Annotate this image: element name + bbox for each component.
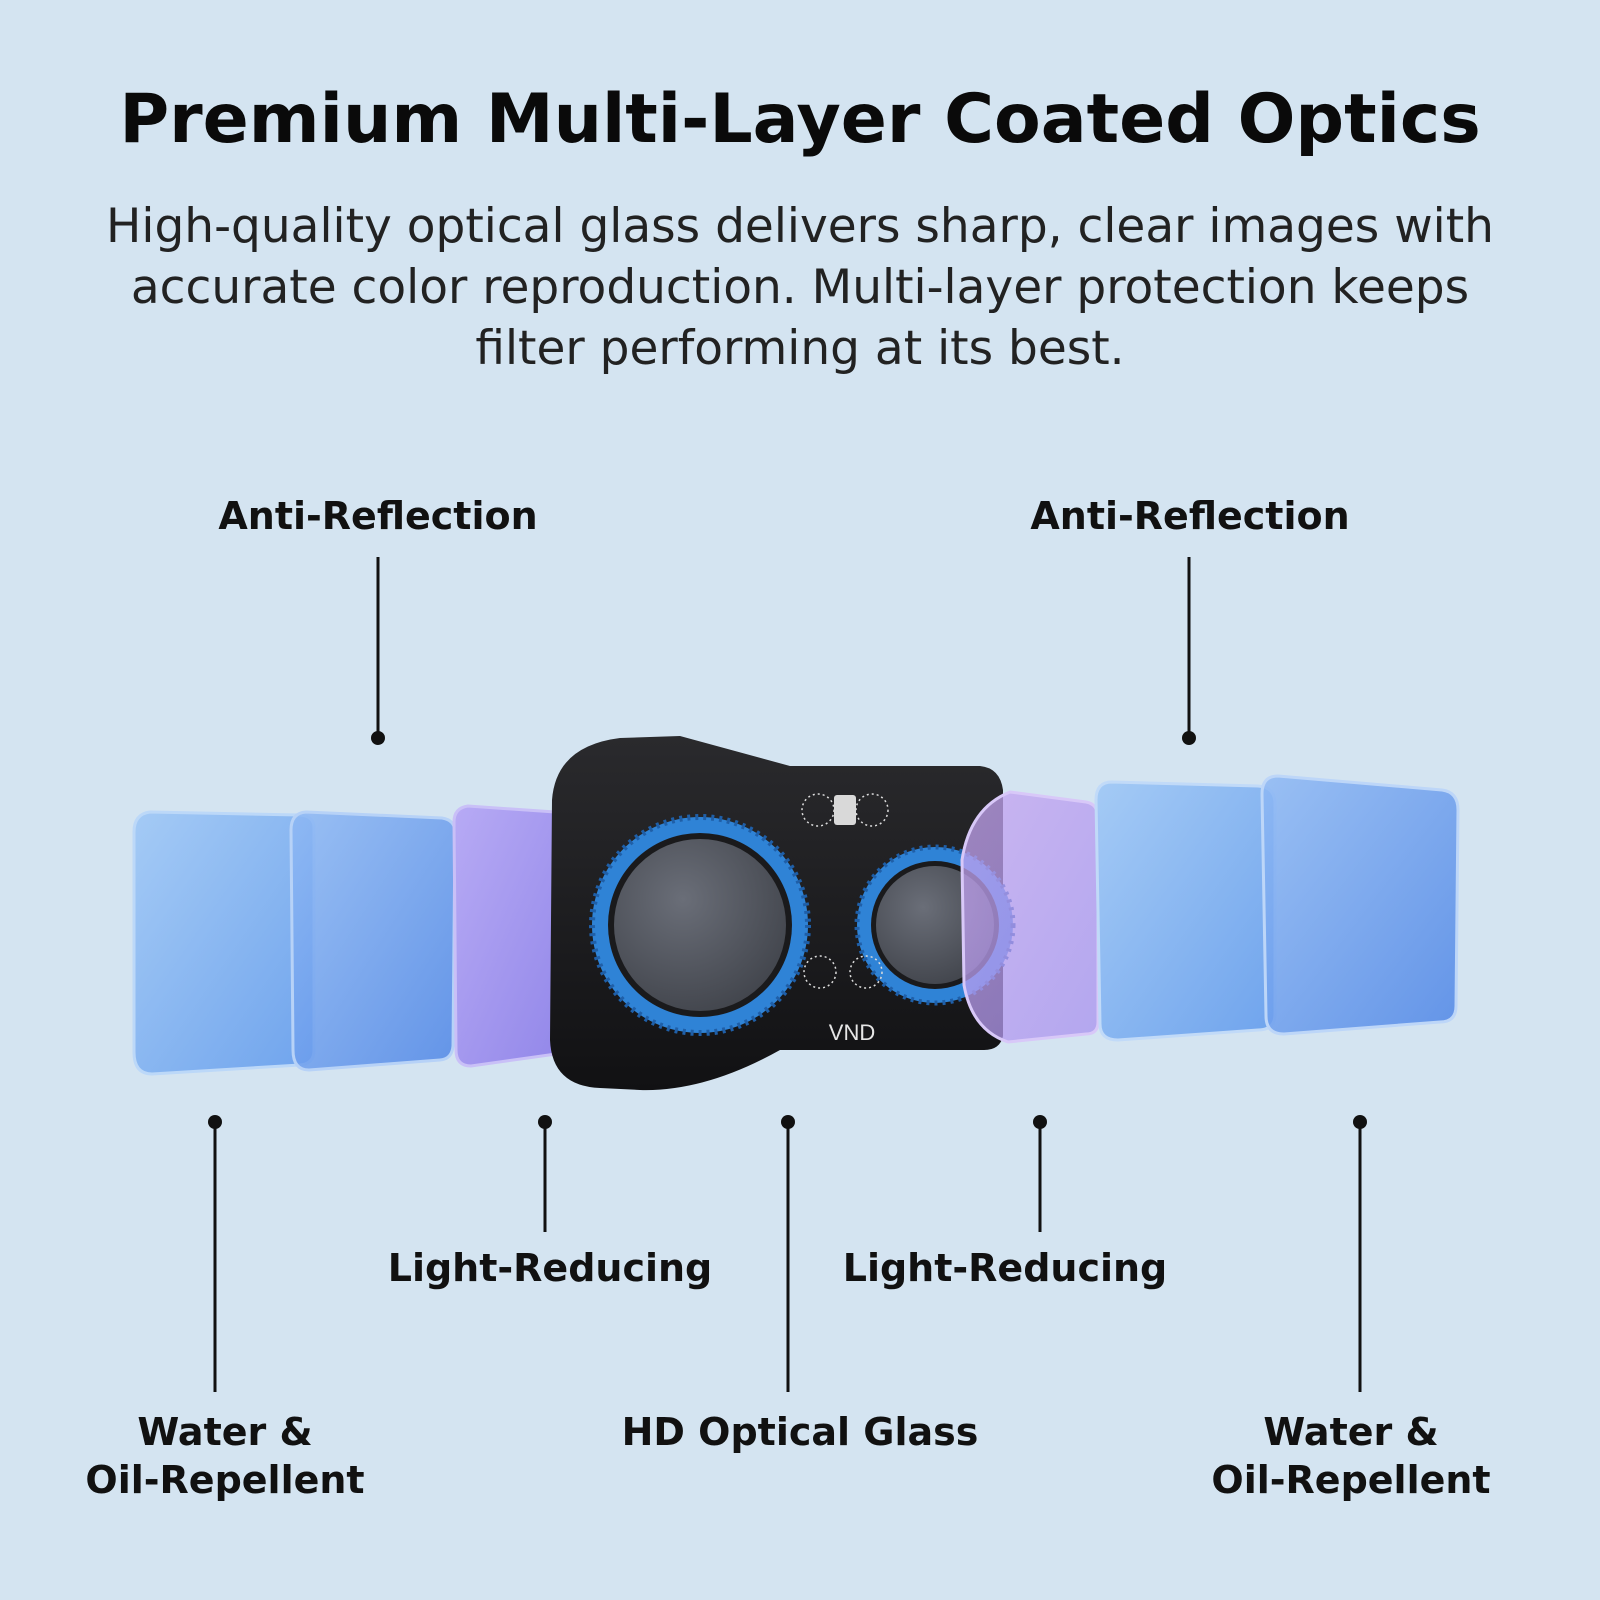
label-water-oil-right-line2: Oil-Repellent — [1211, 1458, 1491, 1502]
left-light-reducing-layer — [452, 804, 568, 1068]
label-hd-optical-glass: HD Optical Glass — [621, 1410, 979, 1454]
label-light-reducing-left: Light-Reducing — [387, 1246, 713, 1290]
right-light-reducing-layer — [960, 790, 1100, 1044]
label-anti-reflection-left: Anti-Reflection — [218, 494, 538, 538]
label-light-reducing-right: Light-Reducing — [842, 1246, 1168, 1290]
label-water-oil-left-line2: Oil-Repellent — [85, 1458, 365, 1502]
label-anti-reflection-right: Anti-Reflection — [1030, 494, 1350, 538]
page-subtitle: High-quality optical glass delivers shar… — [106, 199, 1494, 376]
page-title: Premium Multi-Layer Coated Optics — [119, 80, 1481, 159]
callout-dots — [208, 731, 1367, 1129]
right-water-oil-layer — [1260, 774, 1460, 1036]
vnd-engraving: VND — [829, 1020, 875, 1045]
left-water-oil-layer — [132, 810, 316, 1076]
label-water-oil-right: Water & Oil-Repellent — [1196, 1408, 1506, 1504]
right-anti-reflection-layer — [1094, 780, 1277, 1042]
vnd-filter-body — [550, 736, 1016, 1091]
callout-lines — [213, 557, 1362, 1392]
label-water-oil-left-line1: Water & — [137, 1410, 313, 1454]
label-water-oil-left: Water & Oil-Repellent — [70, 1408, 380, 1504]
left-anti-reflection-layer — [289, 810, 457, 1072]
label-water-oil-right-line1: Water & — [1263, 1410, 1439, 1454]
